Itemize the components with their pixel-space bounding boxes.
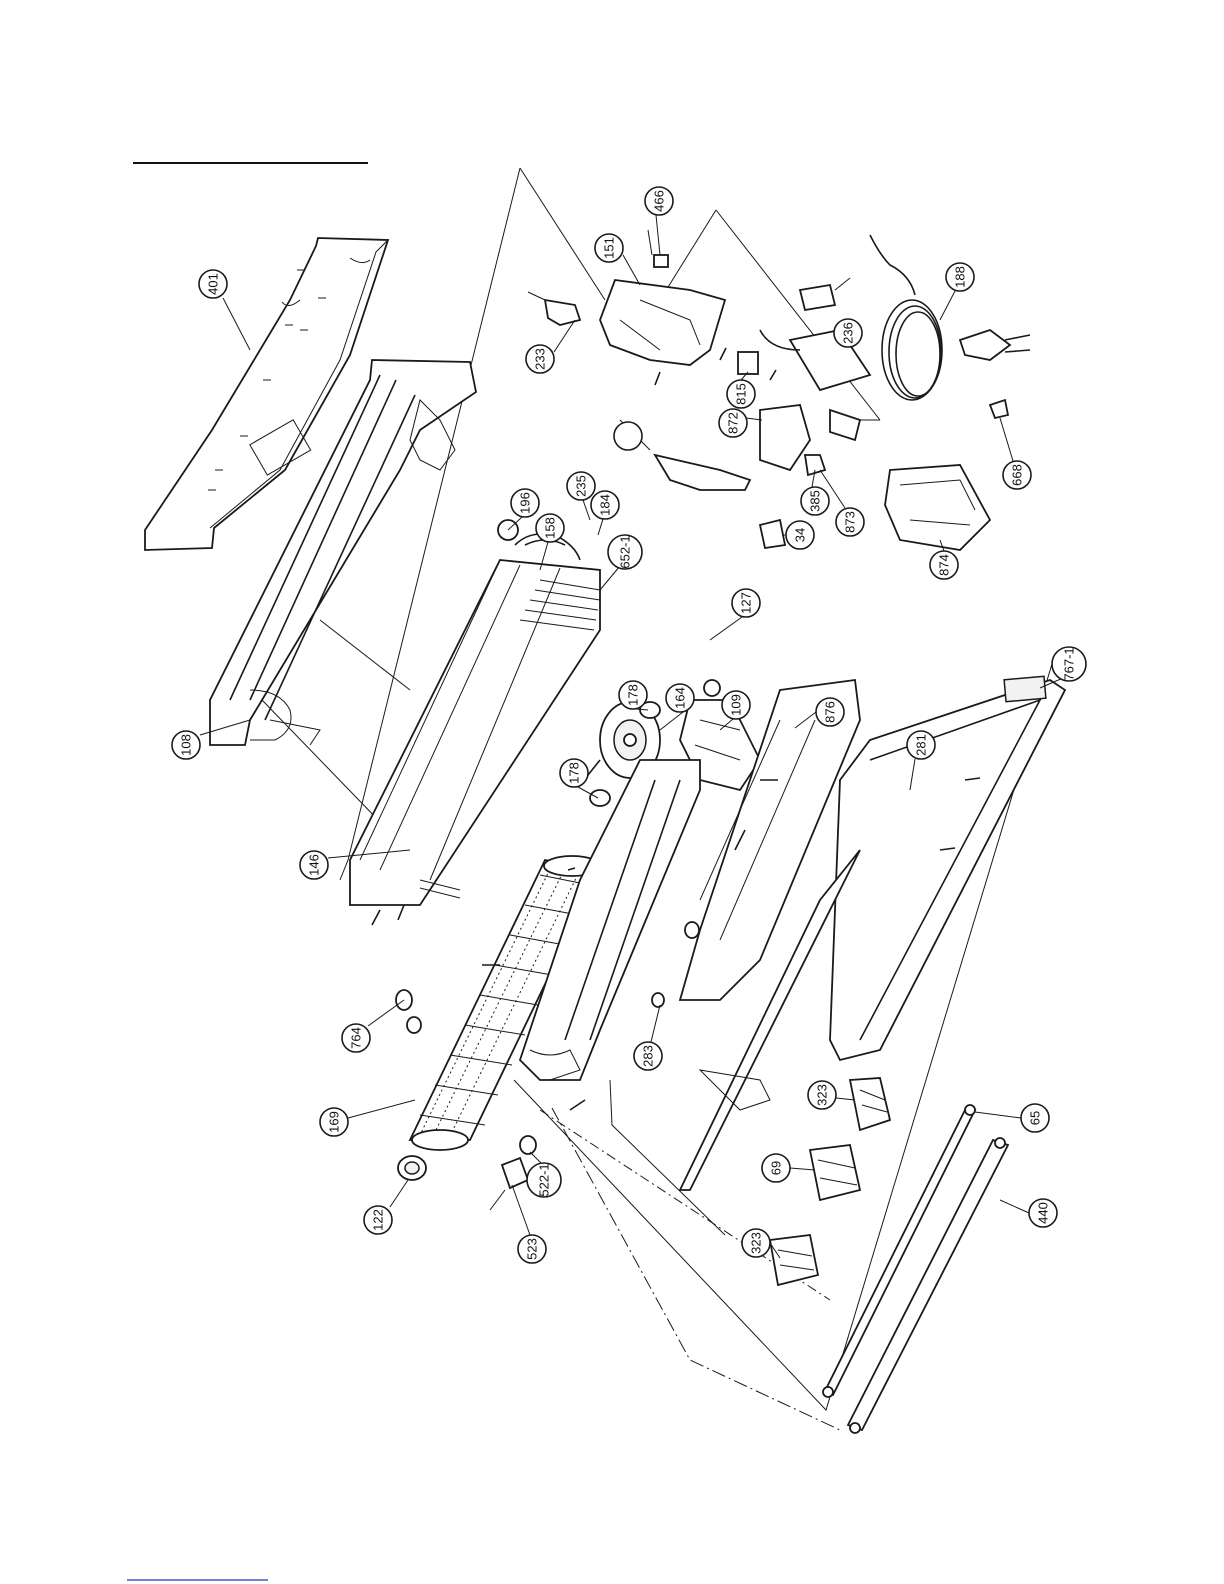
callout-label: 69: [769, 1161, 784, 1175]
callout-873: 873: [836, 508, 864, 536]
callout-label: 872: [726, 412, 741, 434]
part-523-holder: [490, 1158, 528, 1210]
callout-69: 69: [762, 1154, 790, 1182]
part-323-vane-holder-upper: [850, 1078, 890, 1130]
part-874-terminal-cover: [885, 465, 990, 550]
callout-385: 385: [801, 487, 829, 515]
callout-184: 184: [591, 491, 619, 519]
callout-label: 668: [1010, 464, 1025, 486]
part-815-relay: [738, 352, 758, 374]
callout-label: 764: [349, 1027, 364, 1049]
part-188-power-cord: [870, 235, 1030, 400]
callout-label: 178: [626, 684, 641, 706]
callout-668: 668: [1003, 461, 1031, 489]
callout-label: 196: [518, 492, 533, 514]
callout-label: 767-1: [1062, 647, 1077, 680]
part-127-drain-hose: [635, 585, 720, 696]
part-668-screw: [990, 400, 1008, 418]
part-281-drain-pan: [830, 676, 1065, 1060]
callout-401: 401: [199, 270, 227, 298]
callout-label: 323: [815, 1084, 830, 1106]
callout-523: 523: [518, 1235, 546, 1263]
callout-label: 235: [574, 475, 589, 497]
callout-label: 151: [602, 237, 617, 259]
callout-34: 34: [786, 521, 814, 549]
callout-188: 188: [946, 263, 974, 291]
callout-323: 323: [808, 1081, 836, 1109]
callout-label: 236: [841, 322, 856, 344]
callout-196: 196: [511, 489, 539, 517]
callout-522-1: 522-1: [527, 1163, 561, 1197]
callout-label: 522-1: [537, 1163, 552, 1196]
callout-label: 169: [327, 1111, 342, 1133]
callout-label: 109: [729, 694, 744, 716]
callout-815: 815: [727, 380, 755, 408]
callout-label: 122: [371, 1209, 386, 1231]
callout-764: 764: [342, 1024, 370, 1052]
callout-65: 65: [1021, 1104, 1049, 1132]
callout-169: 169: [320, 1108, 348, 1136]
part-323-vane-holder-lower: [770, 1235, 818, 1285]
callout-281: 281: [907, 731, 935, 759]
callout-label: 233: [533, 348, 548, 370]
part-522-1-bushing: [520, 1136, 536, 1154]
callout-label: 146: [307, 854, 322, 876]
callout-283: 283: [634, 1042, 662, 1070]
callout-label: 158: [543, 517, 558, 539]
part-34-bracket: [760, 520, 785, 548]
callout-108: 108: [172, 731, 200, 759]
callout-233: 233: [526, 345, 554, 373]
callout-872: 872: [719, 409, 747, 437]
callout-466: 466: [645, 187, 673, 215]
callout-158: 158: [536, 514, 564, 542]
callout-label: 283: [641, 1045, 656, 1067]
callout-label: 323: [749, 1232, 764, 1254]
callout-440: 440: [1029, 1199, 1057, 1227]
callout-164: 164: [666, 684, 694, 712]
callout-label: 874: [937, 554, 952, 576]
part-146-evaporator: [350, 520, 600, 905]
callout-label: 178: [567, 762, 582, 784]
callout-label: 184: [598, 494, 613, 516]
callout-label: 385: [808, 490, 823, 512]
callout-label: 164: [673, 687, 688, 709]
callout-label: 466: [652, 190, 667, 212]
callout-label: 108: [179, 734, 194, 756]
callout-323: 323: [742, 1229, 770, 1257]
callout-label: 440: [1036, 1202, 1051, 1224]
callout-652-1: 652-1: [608, 535, 642, 569]
callout-label: 652-1: [618, 535, 633, 568]
callout-876: 876: [816, 698, 844, 726]
callout-label: 34: [793, 528, 808, 542]
callout-874: 874: [930, 551, 958, 579]
callout-label: 281: [914, 734, 929, 756]
callout-label: 873: [843, 511, 858, 533]
part-872-switch-block: [760, 405, 810, 470]
callout-236: 236: [834, 319, 862, 347]
callout-label: 523: [525, 1238, 540, 1260]
callout-109: 109: [722, 691, 750, 719]
callout-178: 178: [619, 681, 647, 709]
callout-label: 188: [953, 266, 968, 288]
callout-label: 815: [734, 383, 749, 405]
callout-122: 122: [364, 1206, 392, 1234]
callout-151: 151: [595, 234, 623, 262]
callout-label: 876: [823, 701, 838, 723]
callout-label: 401: [206, 273, 221, 295]
part-764-bearing: [396, 990, 421, 1033]
part-122-bearing-holder: [398, 1156, 426, 1180]
callout-146: 146: [300, 851, 328, 879]
part-233-bracket: [528, 292, 580, 325]
callout-label: 65: [1028, 1111, 1043, 1125]
callout-178: 178: [560, 759, 588, 787]
callout-blank: [614, 422, 642, 450]
callout-235: 235: [567, 472, 595, 500]
part-69-vane-holder: [810, 1145, 860, 1200]
callout-label: 127: [739, 592, 754, 614]
callout-767-1: 767-1: [1052, 647, 1086, 681]
callout-127: 127: [732, 589, 760, 617]
